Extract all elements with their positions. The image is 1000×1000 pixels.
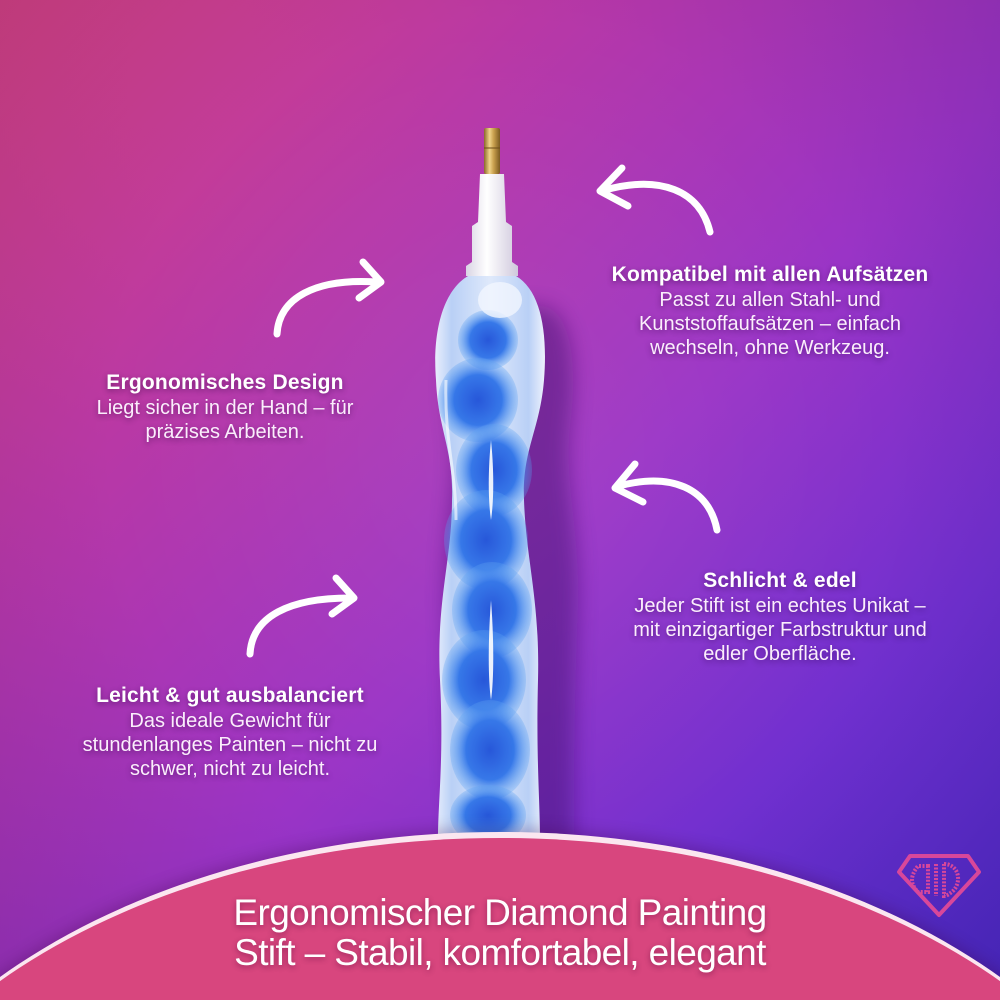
- feature-lightweight-balanced: Leicht & gut ausbalanciert Das ideale Ge…: [20, 683, 440, 781]
- feature-title: Schlicht & edel: [703, 569, 857, 592]
- feature-description-line: edler Oberfläche.: [703, 643, 857, 665]
- feature-title: Leicht & gut ausbalanciert: [96, 684, 364, 707]
- banner-line-1: Ergonomischer Diamond Painting: [233, 892, 767, 933]
- diamond-shield-logo-icon: [897, 854, 981, 917]
- banner-line-2: Stift – Stabil, komfortabel, elegant: [234, 932, 766, 973]
- feature-description-line: Kunststoffaufsätzen – einfach: [638, 313, 902, 335]
- feature-description-line: präzises Arbeiten.: [145, 421, 305, 443]
- banner-headline: Ergonomischer Diamond Painting Stift – S…: [0, 893, 1000, 973]
- feature-description-line: Das ideale Gewicht für: [129, 710, 331, 732]
- feature-description-line: stundenlanges Painten – nicht zu: [82, 734, 378, 756]
- feature-description-line: schwer, nicht zu leicht.: [129, 758, 331, 780]
- feature-description-line: mit einzigartiger Farbstruktur und: [633, 619, 927, 641]
- curved-arrow-icon: [246, 574, 358, 658]
- feature-description-line: wechseln, ohne Werkzeug.: [650, 337, 890, 359]
- curved-arrow-icon: [611, 460, 721, 534]
- curved-arrow-icon: [596, 164, 714, 236]
- feature-simple-elegant: Schlicht & edel Jeder Stift ist ein echt…: [560, 568, 1000, 666]
- curved-arrow-icon: [273, 258, 385, 338]
- feature-description-line: Liegt sicher in der Hand – für: [96, 397, 354, 419]
- feature-title: Kompatibel mit allen Aufsätzen: [611, 263, 929, 286]
- feature-description-line: Jeder Stift ist ein echtes Unikat –: [634, 595, 926, 617]
- feature-ergonomic-design: Ergonomisches Design Liegt sicher in der…: [40, 370, 410, 444]
- feature-title: Ergonomisches Design: [106, 371, 344, 394]
- feature-compatibility: Kompatibel mit allen Aufsätzen Passt zu …: [560, 262, 980, 360]
- feature-description-line: Passt zu allen Stahl- und: [659, 289, 881, 311]
